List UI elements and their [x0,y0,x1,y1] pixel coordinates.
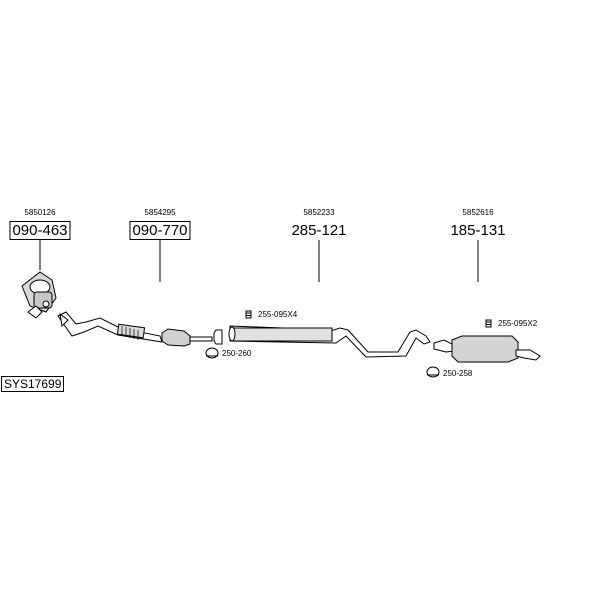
clamp-bolt-icon [245,310,252,319]
part-number[interactable]: 090-770 [129,221,191,240]
gasket-ring-icon [205,347,219,359]
oem-number: 5852233 [303,208,335,217]
catalytic-converter [21,271,57,319]
oem-number: 5852616 [462,208,494,217]
accessory-label[interactable]: 250-258 [443,369,473,378]
clamp-bolt-icon [485,319,492,328]
gasket-ring-icon [426,366,440,378]
accessory-label[interactable]: 255-095X2 [498,319,538,328]
rear-silencer [433,335,541,363]
oem-number: 5850126 [24,208,56,217]
front-pipe [57,311,163,343]
middle-pipe [213,325,431,358]
system-code: SYS17699 [1,376,65,392]
accessory-label[interactable]: 255-095X4 [258,310,298,319]
accessory-label[interactable]: 250-260 [222,349,252,358]
part-number[interactable]: 185-131 [450,222,506,239]
centre-silencer [161,328,213,347]
part-number[interactable]: 090-463 [9,221,71,240]
oem-number: 5854295 [144,208,176,217]
part-number[interactable]: 285-121 [291,222,347,239]
